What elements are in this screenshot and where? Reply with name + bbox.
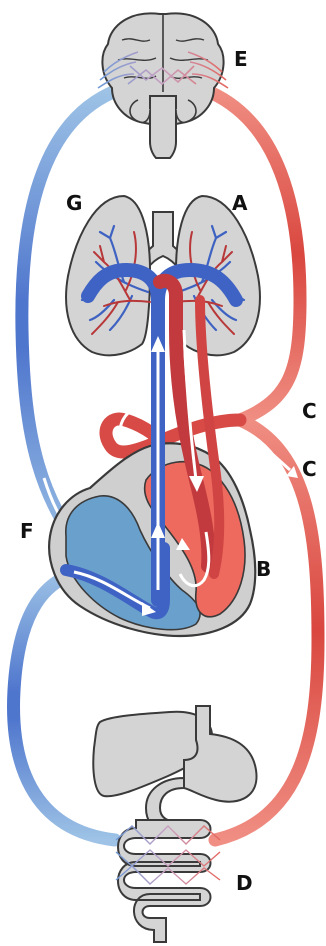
label-lung-right: A	[232, 191, 248, 215]
label-brain: E	[234, 47, 248, 71]
label-gut: D	[236, 871, 253, 895]
brain-stem	[150, 96, 176, 158]
label-heart-left: F	[20, 519, 34, 543]
digestive-organs	[93, 706, 256, 942]
label-heart-right: B	[256, 557, 271, 581]
flow-arrow-head-1	[285, 402, 296, 416]
intestines	[118, 820, 211, 942]
label-artery-upper: C	[302, 399, 317, 423]
flow-arrow-brain-artery	[268, 410, 288, 420]
label-artery-lower: C	[302, 457, 317, 481]
brain	[98, 13, 228, 158]
flow-arrow-head-3	[134, 400, 146, 414]
label-lung-left: G	[66, 191, 82, 215]
